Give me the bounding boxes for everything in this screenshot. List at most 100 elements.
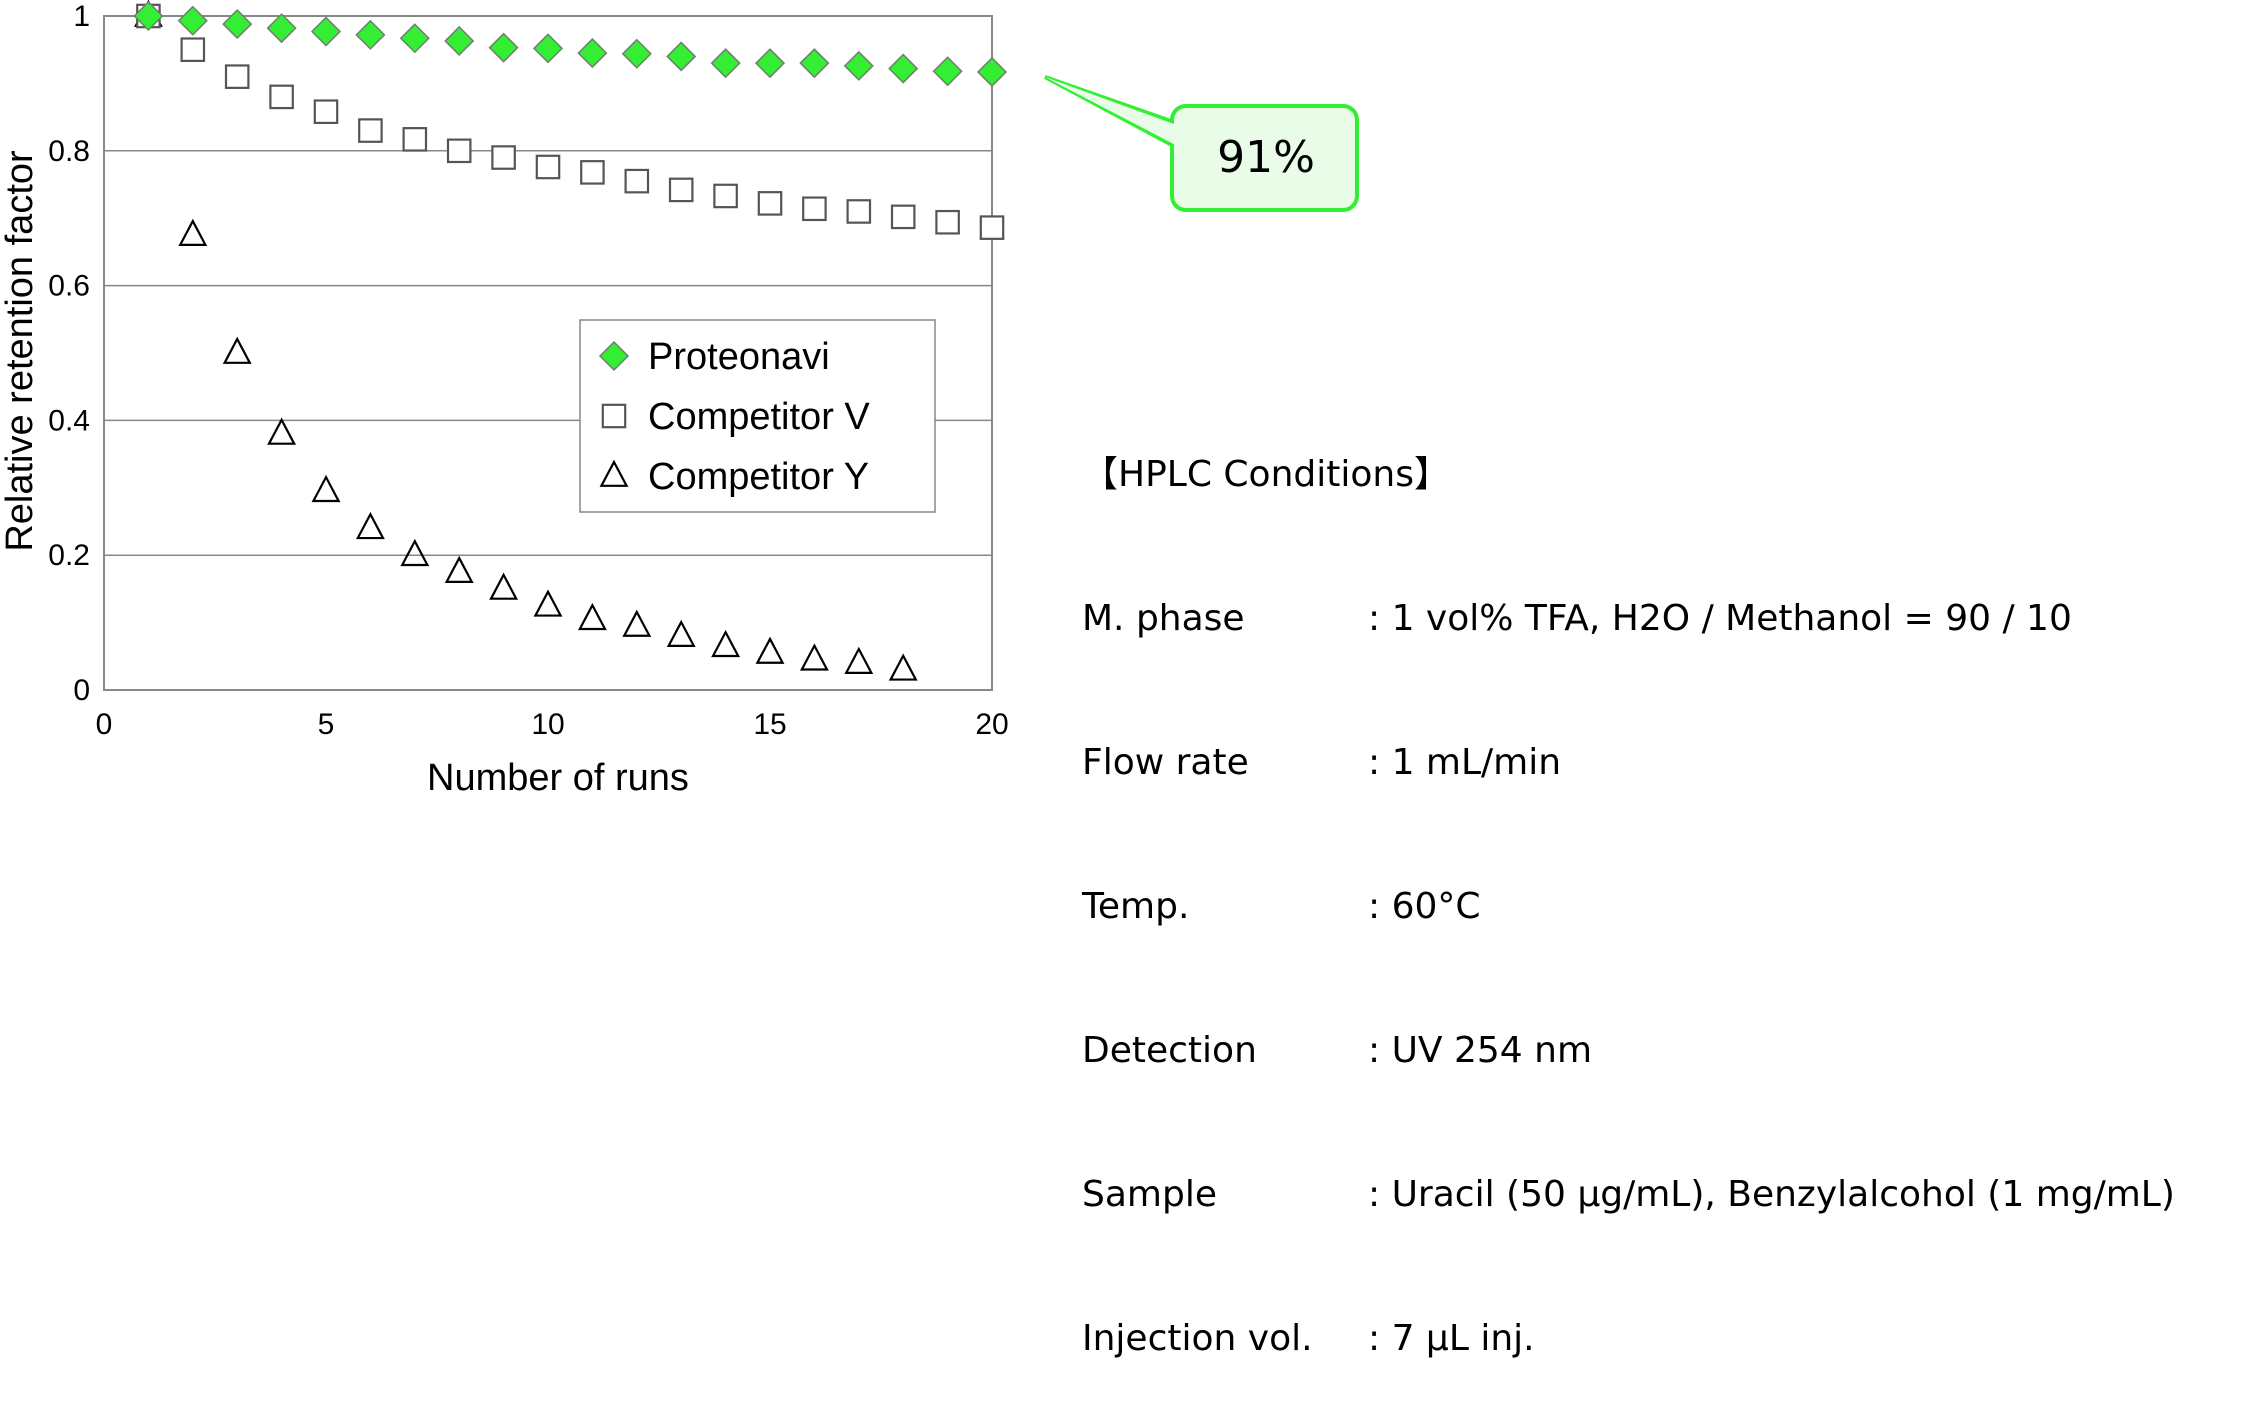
series-competitor-y [133,0,918,681]
data-point-square [180,37,206,62]
condition-value: : UV 254 nm [1368,1030,1593,1071]
condition-row-sample: Sample : Uracil (50 µg/mL), Benzylalcoho… [1082,1171,2175,1219]
data-point-triangle [577,602,607,631]
data-point-diamond [843,50,874,81]
data-point-square [713,183,738,209]
data-point-diamond [488,32,519,63]
data-point-square [313,99,339,125]
series-proteonavi [133,0,1008,88]
data-point-diamond [266,13,297,44]
y-tick-label: 0.2 [48,539,90,572]
legend-marker-square [601,403,627,429]
data-point-diamond [666,41,697,72]
data-point-diamond [133,0,164,32]
data-point-triangle [355,511,385,540]
data-point-triangle [799,643,829,671]
y-tick-label: 0.8 [48,135,90,168]
data-point-triangle [755,636,785,664]
condition-value: : 7 µL inj. [1368,1318,1535,1359]
legend-marker-triangle [599,459,629,487]
condition-value: : 1 mL/min [1368,742,1562,783]
data-point-diamond [577,38,608,69]
data-point-square [491,145,516,170]
legend-label: Competitor Y [648,456,869,498]
condition-row-injection-volume: Injection vol. : 7 µL inj. [1082,1315,2175,1363]
data-point-diamond [932,56,963,87]
data-point-triangle [222,336,252,364]
condition-row-temperature: Temp. : 60°C [1082,883,2175,931]
data-point-diamond [222,9,253,40]
condition-label: M. phase [1082,598,1245,639]
legend-label: Proteonavi [648,336,830,378]
x-tick-label: 20 [975,708,1008,741]
data-point-square [446,138,472,164]
data-point-square [846,199,872,224]
data-point-triangle [888,653,918,681]
data-point-triangle [400,538,430,567]
callout-box [1170,104,1359,212]
data-point-diamond [621,38,652,69]
x-tick-label: 10 [531,708,564,741]
data-point-triangle [489,572,519,600]
data-point-diamond [177,5,208,36]
x-axis-title: Number of runs [427,757,689,797]
data-point-diamond [310,16,342,47]
data-point-square [802,196,827,222]
callout-pointer-fill [1045,77,1185,150]
data-point-square [535,154,561,180]
data-point-square [979,215,1005,240]
y-tick-label: 0.6 [48,270,90,303]
y-tick-label: 0 [73,674,90,707]
data-point-square [935,209,960,235]
condition-label: Flow rate [1082,742,1249,783]
data-point-square [269,84,294,110]
callout-pointer [1044,75,1187,156]
data-point-diamond [532,33,564,64]
data-point-triangle [311,474,341,503]
legend-box [579,319,936,513]
data-point-diamond [710,48,741,79]
data-point-triangle [178,218,208,246]
condition-value: : 60°C [1368,886,1481,927]
condition-row-detection: Detection : UV 254 nm [1082,1027,2175,1075]
legend-marker-diamond [598,340,630,372]
hplc-conditions-panel: 【HPLC Conditions】 M. phase : 1 vol% TFA,… [1082,355,2175,1411]
data-point-square [358,118,383,143]
y-tick-label: 1 [73,0,90,33]
callout-annotation: 91% [1044,75,1359,212]
data-point-square [668,177,694,203]
callout-label: 91% [1217,132,1315,183]
condition-row-flow-rate: Flow rate : 1 mL/min [1082,739,2175,787]
condition-value: : 1 vol% TFA, H2O / Methanol = 90 / 10 [1368,598,2072,639]
y-tick-label: 0.4 [48,404,90,437]
data-point-triangle [444,555,474,583]
x-tick-label: 0 [96,708,113,741]
data-point-triangle [844,646,874,674]
data-point-triangle [666,619,696,647]
data-point-triangle [622,609,652,637]
condition-label: Sample [1082,1174,1217,1215]
data-point-square [624,168,650,194]
data-point-square [757,191,783,216]
condition-value: : Uracil (50 µg/mL), Benzylalcohol (1 mg… [1368,1174,2175,1215]
data-point-diamond [888,53,919,84]
data-point-diamond [799,48,830,79]
data-point-square [402,127,428,152]
data-point-diamond [399,23,430,54]
condition-label: Temp. [1082,886,1190,927]
data-point-triangle [267,417,297,445]
data-point-diamond [754,48,786,79]
x-tick-label: 5 [318,708,335,741]
condition-label: Detection [1082,1030,1257,1071]
legend-label: Competitor V [648,396,870,438]
data-point-triangle [711,629,741,658]
condition-label: Injection vol. [1082,1318,1313,1359]
data-point-diamond [976,56,1008,88]
data-point-triangle [533,589,563,617]
data-point-square [890,204,916,230]
data-point-square [224,64,250,89]
data-point-diamond [355,19,386,50]
y-axis-title: Relative retention factor [0,150,41,552]
